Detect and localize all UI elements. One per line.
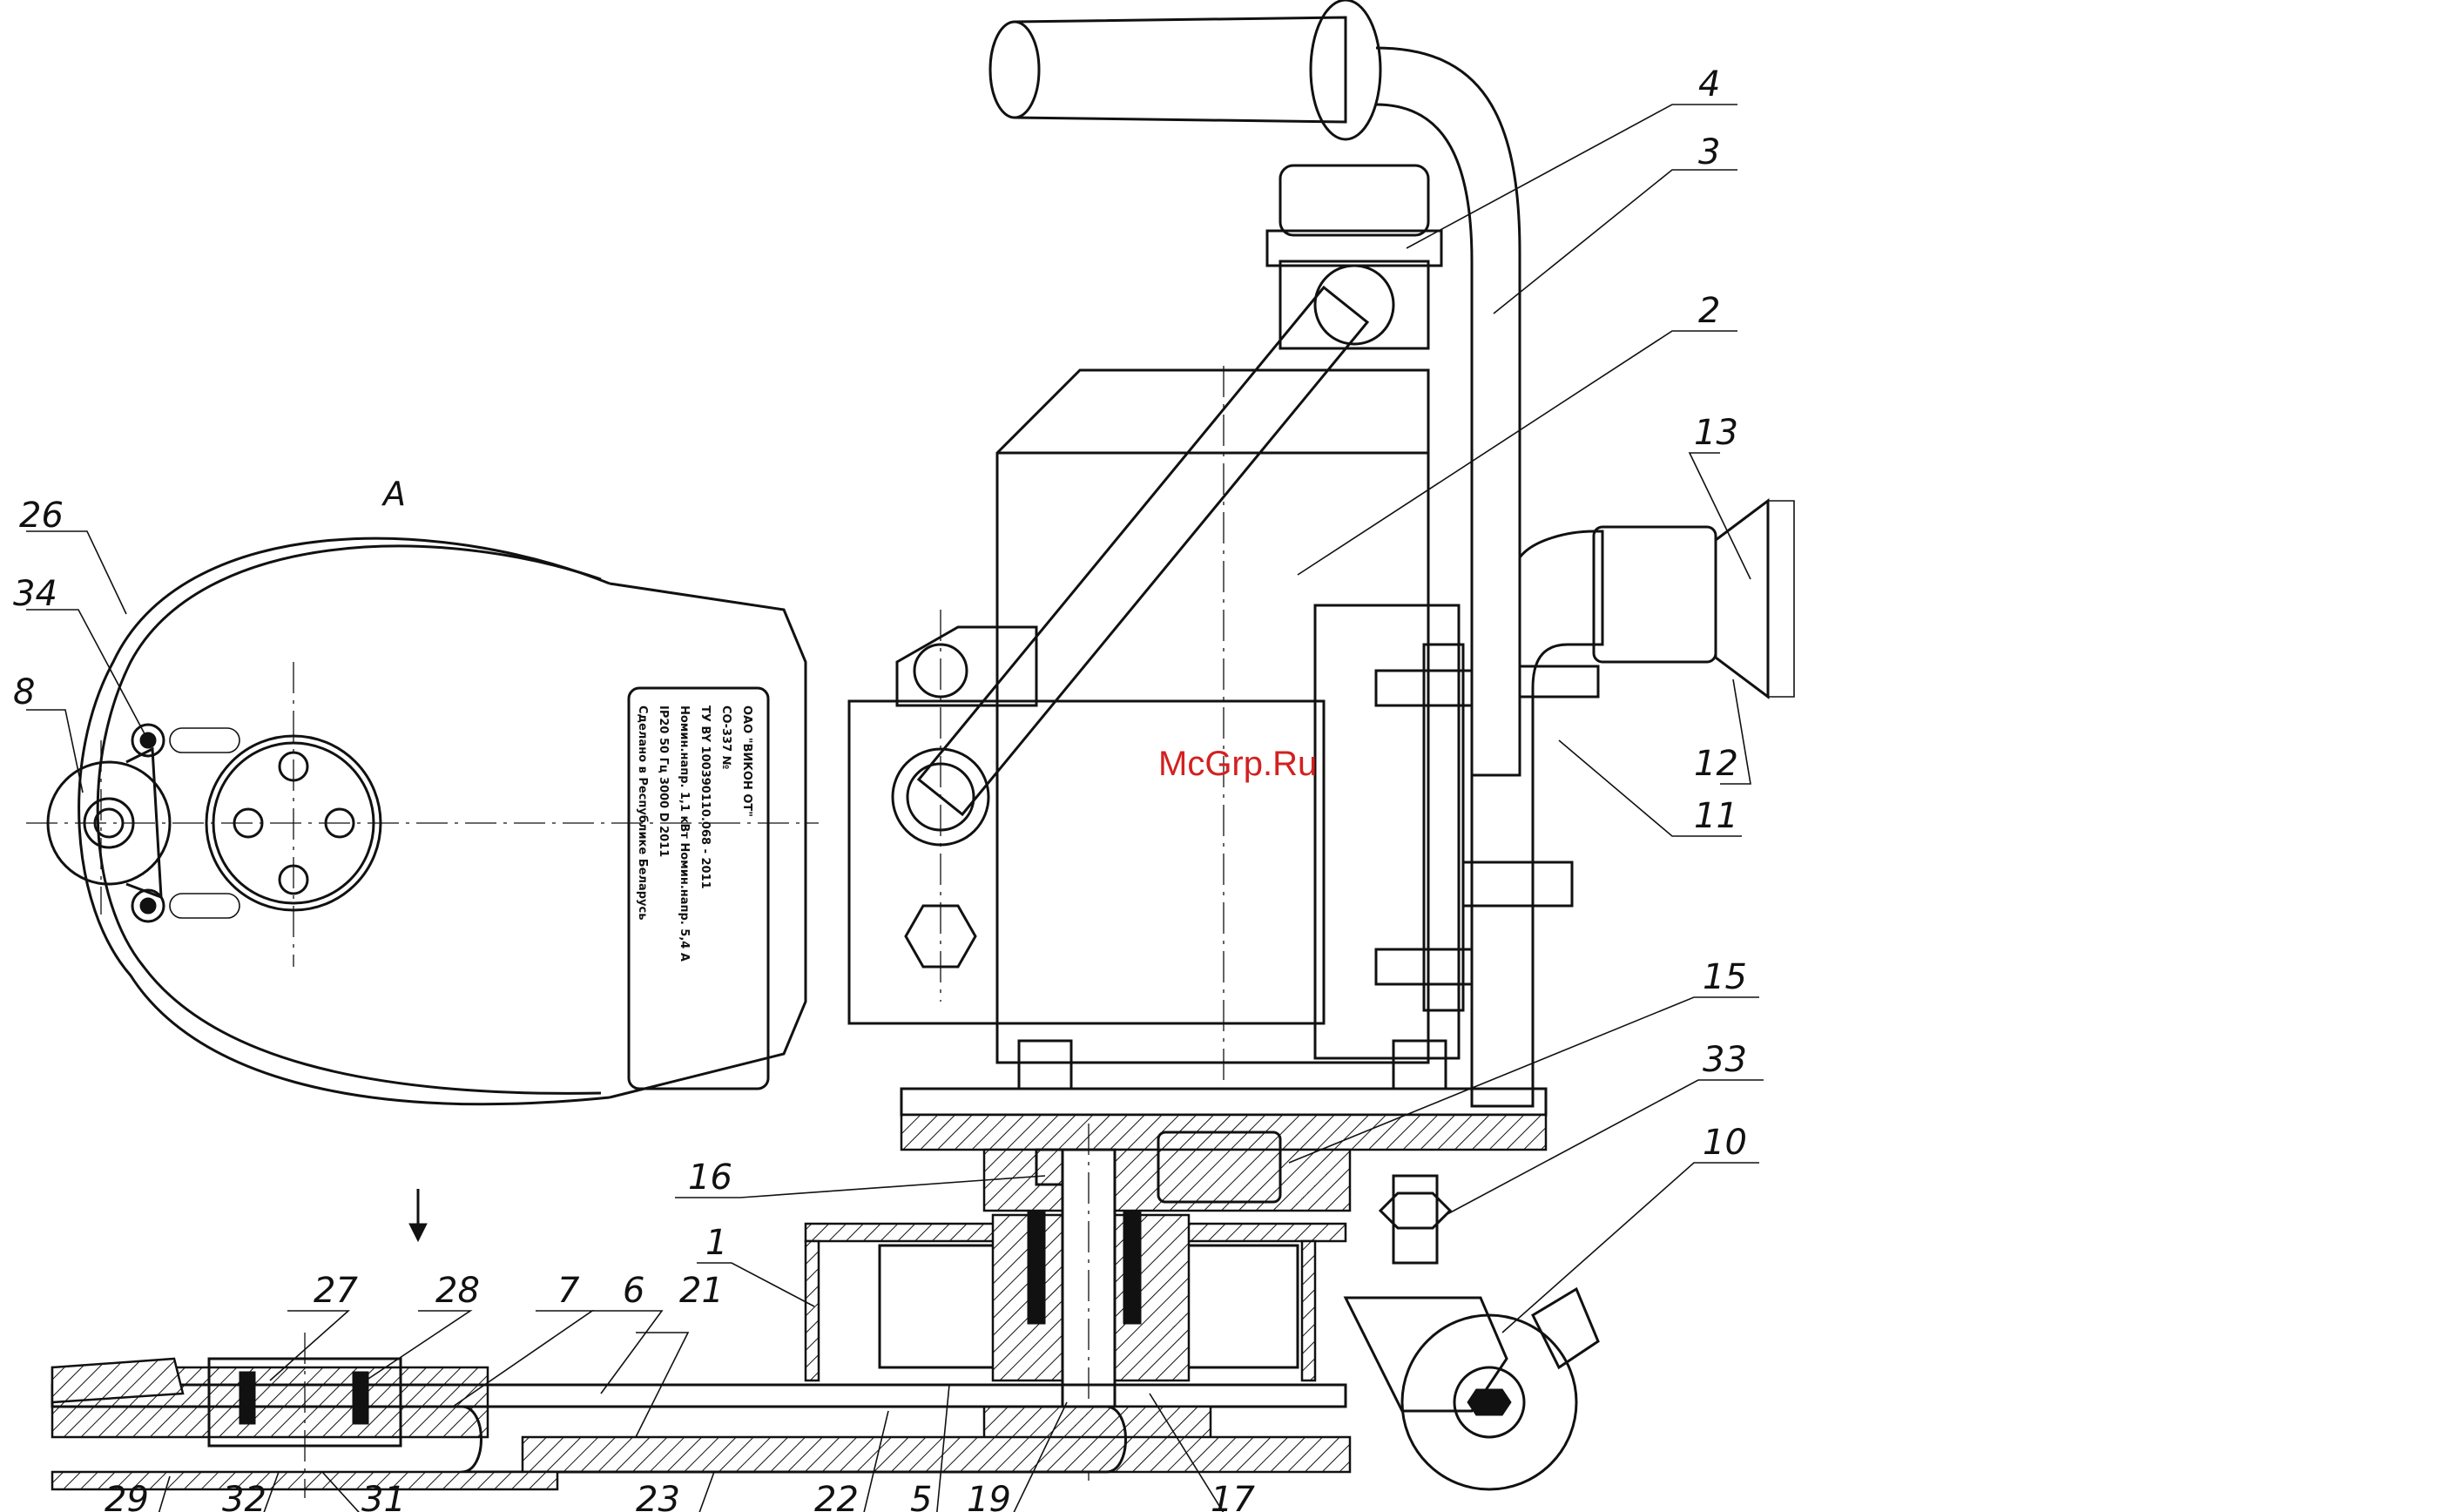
nameplate-line-5: IP20 50 Гц 3000 D 2011 [657, 705, 670, 857]
motor-2 [849, 366, 1459, 1080]
callout-19: 19 [967, 1480, 1011, 1512]
callout-16: 16 [688, 1158, 732, 1198]
callout-32: 32 [222, 1480, 266, 1512]
callout-15: 15 [1703, 957, 1747, 997]
callout-13: 13 [1694, 413, 1738, 453]
callout-2: 2 [1698, 291, 1720, 331]
bracket-plate [1376, 645, 1572, 1010]
callout-11: 11 [1694, 796, 1738, 836]
view-label-a: A [381, 475, 406, 513]
nameplate-line-6: Сделано в Республике Беларусь [636, 705, 649, 920]
callout-33: 33 [1703, 1040, 1747, 1080]
callout-1: 1 [705, 1223, 727, 1263]
callout-7: 7 [557, 1271, 580, 1311]
callout-28: 28 [435, 1271, 480, 1311]
nameplate-line-4: Номин.напр. 1,1 кВт Номин.напр. 5,4 А [678, 705, 691, 962]
callout-17: 17 [1211, 1480, 1255, 1512]
castor-10 [1346, 1176, 1598, 1489]
hose-13 [1594, 501, 1794, 697]
watermark: McGrp.Ru [1158, 745, 1317, 783]
callout-29: 29 [105, 1480, 149, 1512]
callout-26: 26 [19, 496, 64, 536]
callout-22: 22 [814, 1480, 859, 1512]
callout-6: 6 [623, 1271, 644, 1311]
callout-3: 3 [1698, 132, 1720, 172]
callout-8: 8 [13, 672, 35, 712]
nameplate: ОАО "ВИКОН ОТ" СО-337 № ТУ BY 100390110.… [629, 688, 768, 1089]
callout-21: 21 [679, 1271, 724, 1311]
switch-4 [1267, 165, 1441, 348]
view-arrow [409, 1189, 427, 1241]
nameplate-line-3: ТУ BY 100390110.068 - 2011 [698, 705, 712, 889]
callout-34: 34 [13, 574, 57, 614]
callout-31: 31 [361, 1480, 406, 1512]
callout-10: 10 [1703, 1123, 1747, 1163]
handle-3 [990, 0, 1520, 775]
callout-5: 5 [910, 1480, 932, 1512]
elbow-11 [1472, 531, 1602, 1106]
callout-23: 23 [636, 1480, 680, 1512]
callout-12: 12 [1694, 744, 1738, 784]
callout-4: 4 [1698, 64, 1720, 105]
lever-rod [919, 287, 1367, 814]
callout-27: 27 [314, 1271, 358, 1311]
nameplate-line-2: СО-337 № [719, 705, 732, 769]
nameplate-line-1: ОАО "ВИКОН ОТ" [740, 705, 753, 817]
